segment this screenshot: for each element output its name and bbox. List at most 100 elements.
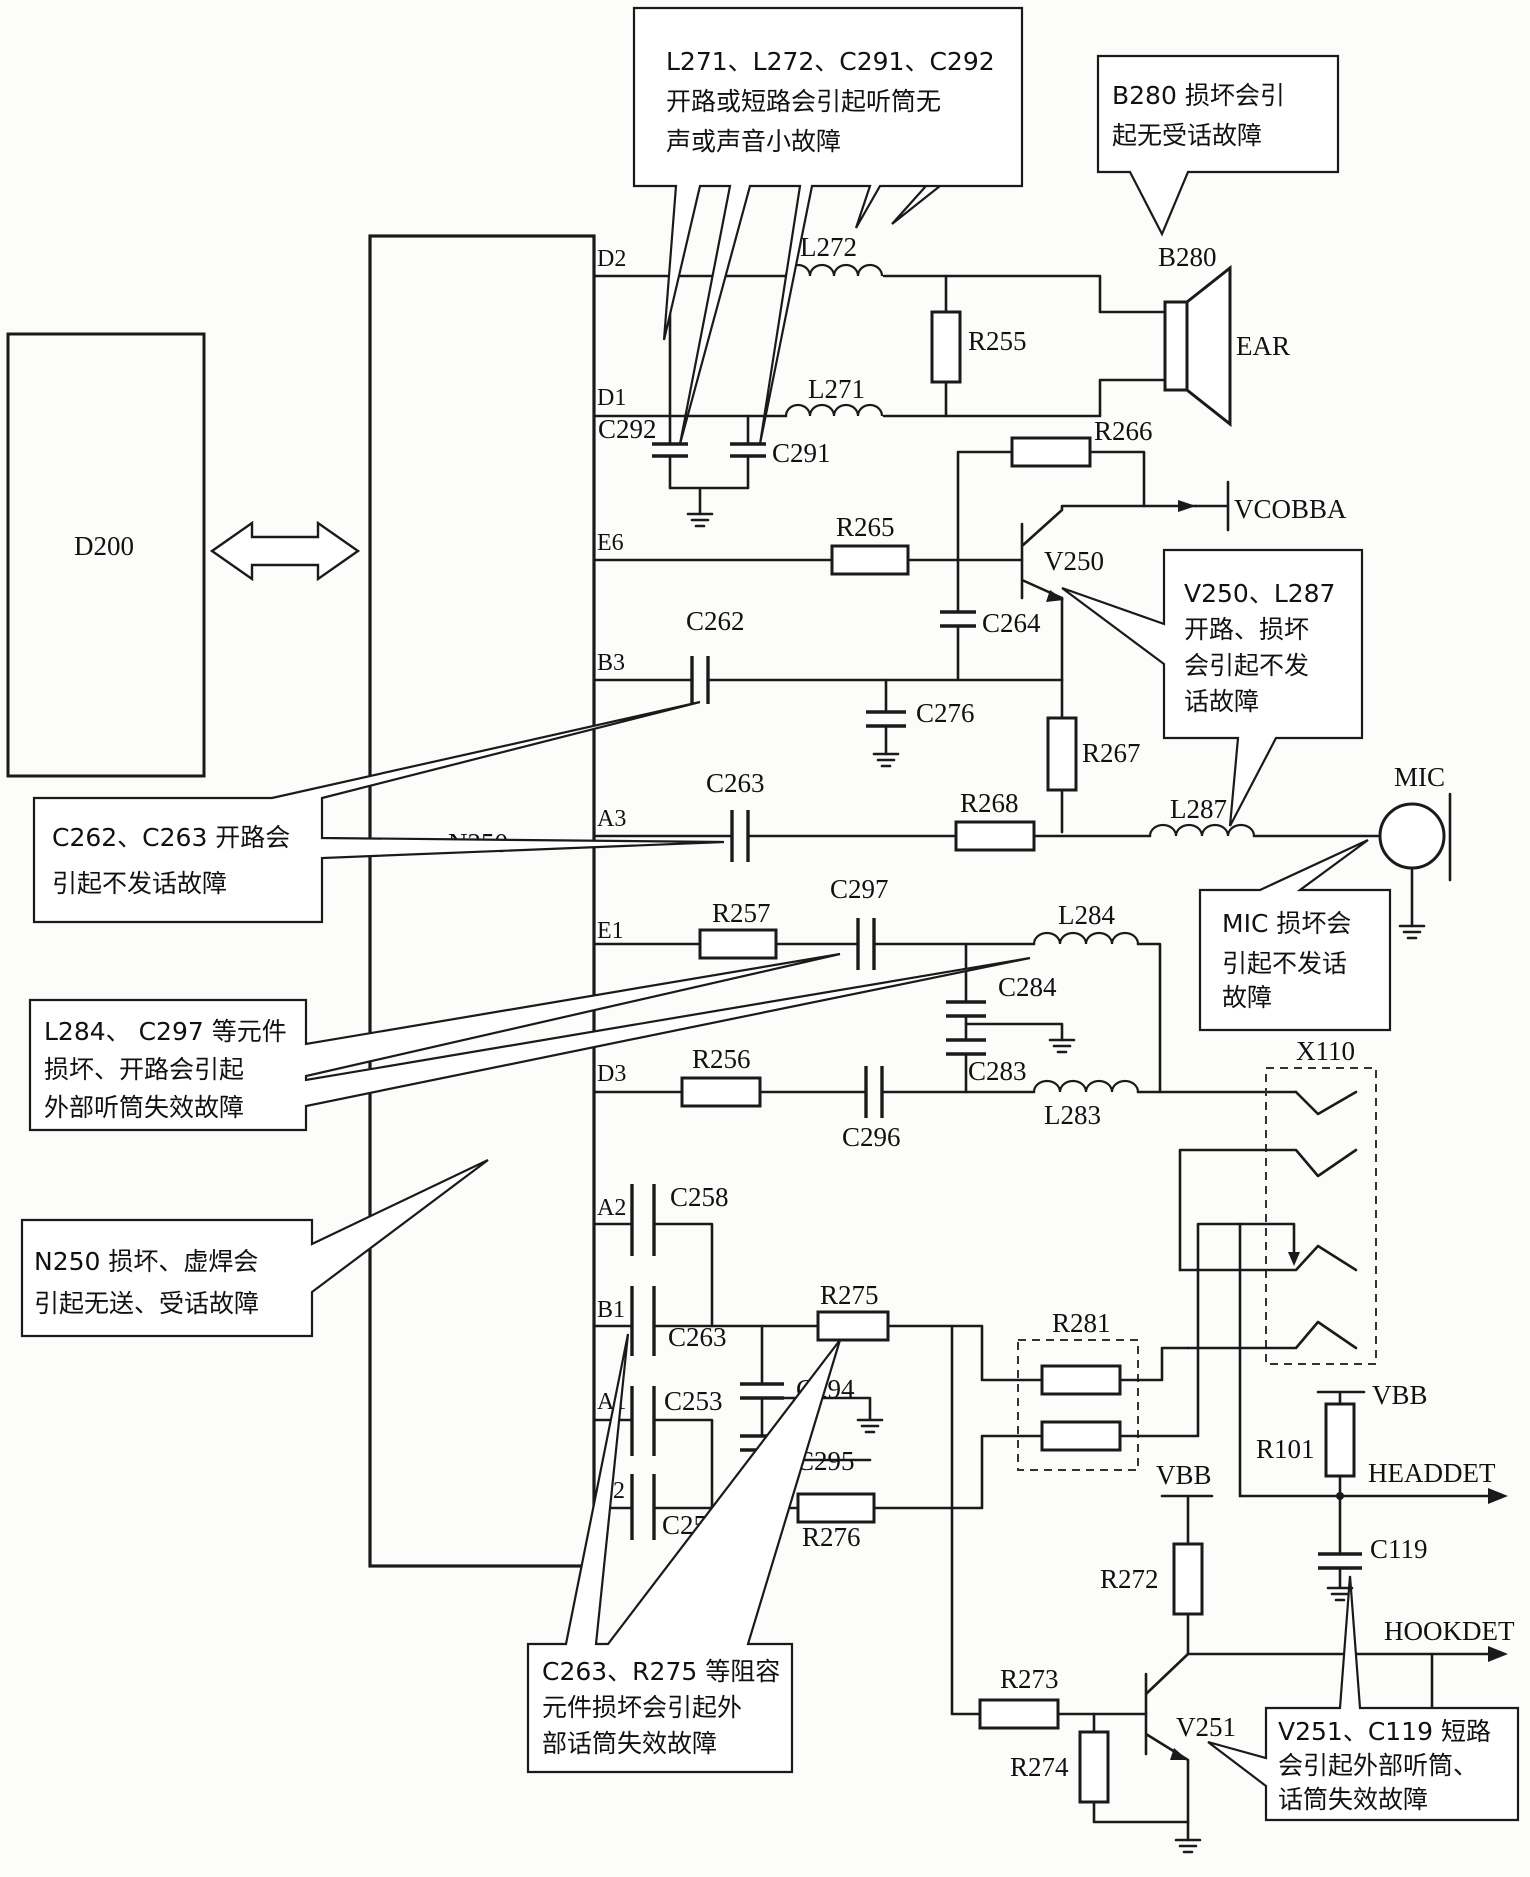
c264-label: C264	[982, 608, 1041, 638]
r268	[954, 820, 1036, 852]
c263-top-label: C263	[706, 768, 765, 798]
r265	[830, 544, 910, 576]
callout-v250-line-4: 话故障	[1184, 687, 1259, 716]
r273-label: R273	[1000, 1664, 1059, 1694]
r276	[796, 1492, 876, 1524]
vbb-mid-label: VBB	[1156, 1460, 1212, 1490]
pin-a3: A3	[597, 806, 626, 832]
c291-label: C291	[772, 438, 831, 468]
callout-b280-line-2: 起无受话故障	[1112, 121, 1262, 150]
callout-l284-line-2: 损坏、开路会引起	[44, 1055, 244, 1084]
headdet-label: HEADDET	[1368, 1458, 1496, 1488]
callout-l284: L284、 C297 等元件 损坏、开路会引起 外部听筒失效故障	[28, 952, 1031, 1132]
r281-outline	[1017, 1339, 1139, 1471]
l287-label: L287	[1170, 794, 1227, 824]
r255	[930, 310, 962, 384]
c284-label: C284	[998, 972, 1057, 1002]
r256-label: R256	[692, 1044, 751, 1074]
l271-label: L271	[808, 374, 865, 404]
mic-symbol	[1378, 802, 1446, 870]
l271-coil	[784, 403, 884, 417]
x110-outline	[1265, 1067, 1377, 1365]
callout-v250-line-1: V250、L287	[1184, 579, 1335, 608]
callout-top-line-1: L271、L272、C291、C292	[666, 47, 995, 76]
pin-d3: D3	[597, 1061, 626, 1087]
callout-n250: N250 损坏、虚焊会 引起无送、受话故障	[20, 1159, 489, 1338]
callout-v251-line-1: V251、C119 短路	[1278, 1717, 1491, 1746]
ear-speaker	[1163, 300, 1189, 392]
l283-label: L283	[1044, 1100, 1101, 1130]
c253-label: C253	[664, 1386, 723, 1416]
c283-label: C283	[968, 1056, 1027, 1086]
c296-label: C296	[842, 1122, 901, 1152]
v250-circuit	[592, 436, 1230, 834]
callout-mic-line-3: 故障	[1222, 983, 1272, 1012]
callout-b280: B280 损坏会引 起无受话故障	[1096, 54, 1340, 237]
callout-c263-line-2: 元件损坏会引起外	[542, 1693, 742, 1722]
r275-label: R275	[820, 1280, 879, 1310]
l272-coil	[784, 263, 884, 277]
callout-c262-line-2: 引起不发话故障	[52, 869, 227, 898]
lower-caps	[592, 1184, 1242, 1540]
r268-label: R268	[960, 788, 1019, 818]
r275	[816, 1310, 890, 1342]
l272-label: L272	[800, 232, 857, 262]
callout-mic: MIC 损坏会 引起不发话 故障	[1198, 839, 1392, 1032]
pin-e1: E1	[597, 918, 624, 944]
callout-v250-line-2: 开路、损坏	[1184, 615, 1309, 644]
c262-label: C262	[686, 606, 745, 636]
callout-c263-line-3: 部话筒失效故障	[542, 1729, 717, 1758]
callout-v250-line-3: 会引起不发	[1184, 651, 1309, 680]
pin-d2: D2	[597, 246, 626, 272]
r257-label: R257	[712, 898, 771, 928]
callout-c263: C263、R275 等阻容 元件损坏会引起外 部话筒失效故障	[526, 1333, 842, 1774]
c276-label: C276	[916, 698, 975, 728]
d200-label: D200	[74, 531, 134, 561]
v250-label: V250	[1044, 546, 1104, 576]
r266	[1010, 436, 1092, 468]
c263-bottom-label: C263	[668, 1322, 727, 1352]
l287-coil	[1148, 823, 1256, 837]
r273	[978, 1698, 1060, 1730]
c297-label: C297	[830, 874, 889, 904]
callout-v251-line-2: 会引起外部听筒、	[1278, 1751, 1478, 1780]
r267-label: R267	[1082, 738, 1141, 768]
callout-v251-line-3: 话筒失效故障	[1278, 1785, 1428, 1814]
bus-arrow	[209, 520, 361, 582]
mic-circuit	[592, 792, 1452, 940]
callout-top-line-2: 开路或短路会引起听筒无	[666, 87, 941, 116]
r272	[1172, 1542, 1204, 1616]
r281-b	[1040, 1420, 1122, 1452]
callout-l284-line-1: L284、 C297 等元件	[44, 1017, 287, 1046]
e1-d3-circuit	[592, 918, 1298, 1118]
vcobba-label: VCOBBA	[1234, 494, 1347, 524]
r281-label: R281	[1052, 1308, 1111, 1338]
b280-label: B280	[1158, 242, 1217, 272]
r276-label: R276	[802, 1522, 861, 1552]
c119-label: C119	[1370, 1534, 1428, 1564]
pin-e6: E6	[597, 530, 624, 556]
x110-jack	[1178, 1067, 1377, 1498]
callout-v250: V250、L287 开路、损坏 会引起不发 话故障	[1061, 548, 1364, 827]
r101	[1324, 1402, 1356, 1478]
callout-mic-line-1: MIC 损坏会	[1222, 909, 1351, 938]
vbb-right-label: VBB	[1372, 1380, 1428, 1410]
r281-a	[1040, 1364, 1122, 1396]
callout-c262: C262、C263 开路会 引起不发话故障	[32, 700, 725, 924]
callout-c262-line-1: C262、C263 开路会	[52, 823, 290, 852]
callout-top: L271、L272、C291、C292 开路或短路会引起听筒无 声或声音小故障	[632, 6, 1024, 445]
r274-label: R274	[1010, 1752, 1069, 1782]
n250-block	[368, 234, 596, 1568]
callout-v251: V251、C119 短路 会引起外部听筒、 话筒失效故障	[1207, 1575, 1520, 1822]
ear-label: EAR	[1236, 331, 1290, 361]
l284-label: L284	[1058, 900, 1115, 930]
headdet-circuit	[1238, 1390, 1508, 1602]
callout-b280-line-1: B280 损坏会引	[1112, 81, 1285, 110]
callout-c263-line-1: C263、R275 等阻容	[542, 1657, 780, 1686]
r267	[1046, 716, 1078, 792]
pin-a2: A2	[597, 1195, 626, 1221]
c292-label: C292	[598, 414, 657, 444]
r101-label: R101	[1256, 1434, 1315, 1464]
